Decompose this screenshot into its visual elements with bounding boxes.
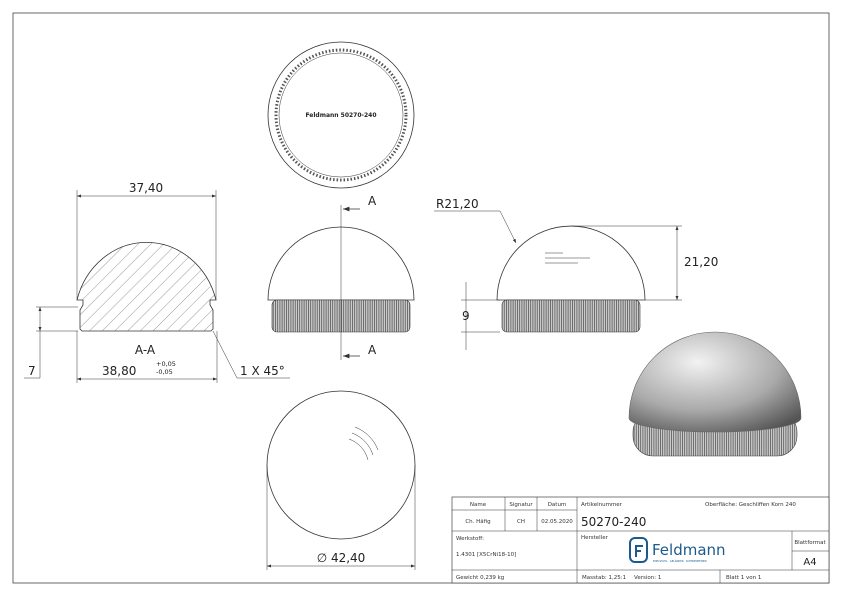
side-view: R21,20 21,20 9 xyxy=(434,197,718,350)
dim-radius: R21,20 xyxy=(436,197,479,211)
top-view: Feldmann 50270-240 xyxy=(267,41,415,189)
datum-value: 02.05.2020 xyxy=(541,519,573,525)
dim-dome-height: 21,20 xyxy=(684,255,718,269)
masstab: Masstab: 1,25:1 xyxy=(582,575,626,581)
dim-base-height: 9 xyxy=(462,309,470,323)
blattformat-label: Blattformat xyxy=(794,540,826,546)
logo-tagline: EDELSTAHL · GELÄNDER · SCHMIEDEEISEN xyxy=(653,558,707,563)
section-view: 37,40 A-A 38,80 +0,05 -0,05 7 1 X 45° xyxy=(24,181,290,383)
sheet-border xyxy=(12,12,830,584)
name-value: Ch. Häfig xyxy=(465,519,490,525)
section-mark-top: A xyxy=(368,194,377,208)
logo-text: Feldmann xyxy=(652,541,726,559)
signatur-value: CH xyxy=(517,519,525,525)
werkstoff-value: 1.4301 [X5CrNi18-10] xyxy=(456,552,516,558)
engraving-text: Feldmann 50270-240 xyxy=(305,112,376,119)
dim-height: 7 xyxy=(28,364,36,378)
artikel-label: Artikelnummer xyxy=(581,502,623,508)
blatt: Blatt 1 von 1 xyxy=(726,575,761,581)
section-label: A-A xyxy=(135,343,156,357)
title-block: Name Signatur Datum Ch. Häfig CH 02.05.2… xyxy=(451,496,830,584)
blattformat-value: A4 xyxy=(803,557,816,568)
dim-diameter: ∅ 42,40 xyxy=(317,551,366,565)
version: Version: 1 xyxy=(634,575,661,581)
name-label: Name xyxy=(470,502,487,508)
bottom-view: ∅ 42,40 xyxy=(266,390,416,570)
dim-chamfer: 1 X 45° xyxy=(240,364,285,378)
werkstoff-label: Werkstoff: xyxy=(456,536,484,542)
feldmann-logo: Feldmann EDELSTAHL · GELÄNDER · SCHMIEDE… xyxy=(629,537,726,563)
signatur-label: Signatur xyxy=(509,502,533,508)
tol-minus: -0,05 xyxy=(156,368,173,376)
dim-width-bottom: 38,80 xyxy=(102,364,136,378)
hersteller-label: Hersteller xyxy=(581,535,609,541)
oberflaeche: Oberfläche: Geschliffen Korn 240 xyxy=(705,502,796,508)
isometric-view xyxy=(628,331,802,457)
datum-label: Datum xyxy=(548,502,567,508)
artikel-value: 50270-240 xyxy=(581,515,646,529)
dim-width-top: 37,40 xyxy=(129,181,163,195)
tol-plus: +0,05 xyxy=(156,360,176,368)
gewicht: Gewicht 0,239 kg xyxy=(456,575,504,581)
front-view: A A xyxy=(267,194,415,360)
section-mark-bottom: A xyxy=(368,343,377,357)
